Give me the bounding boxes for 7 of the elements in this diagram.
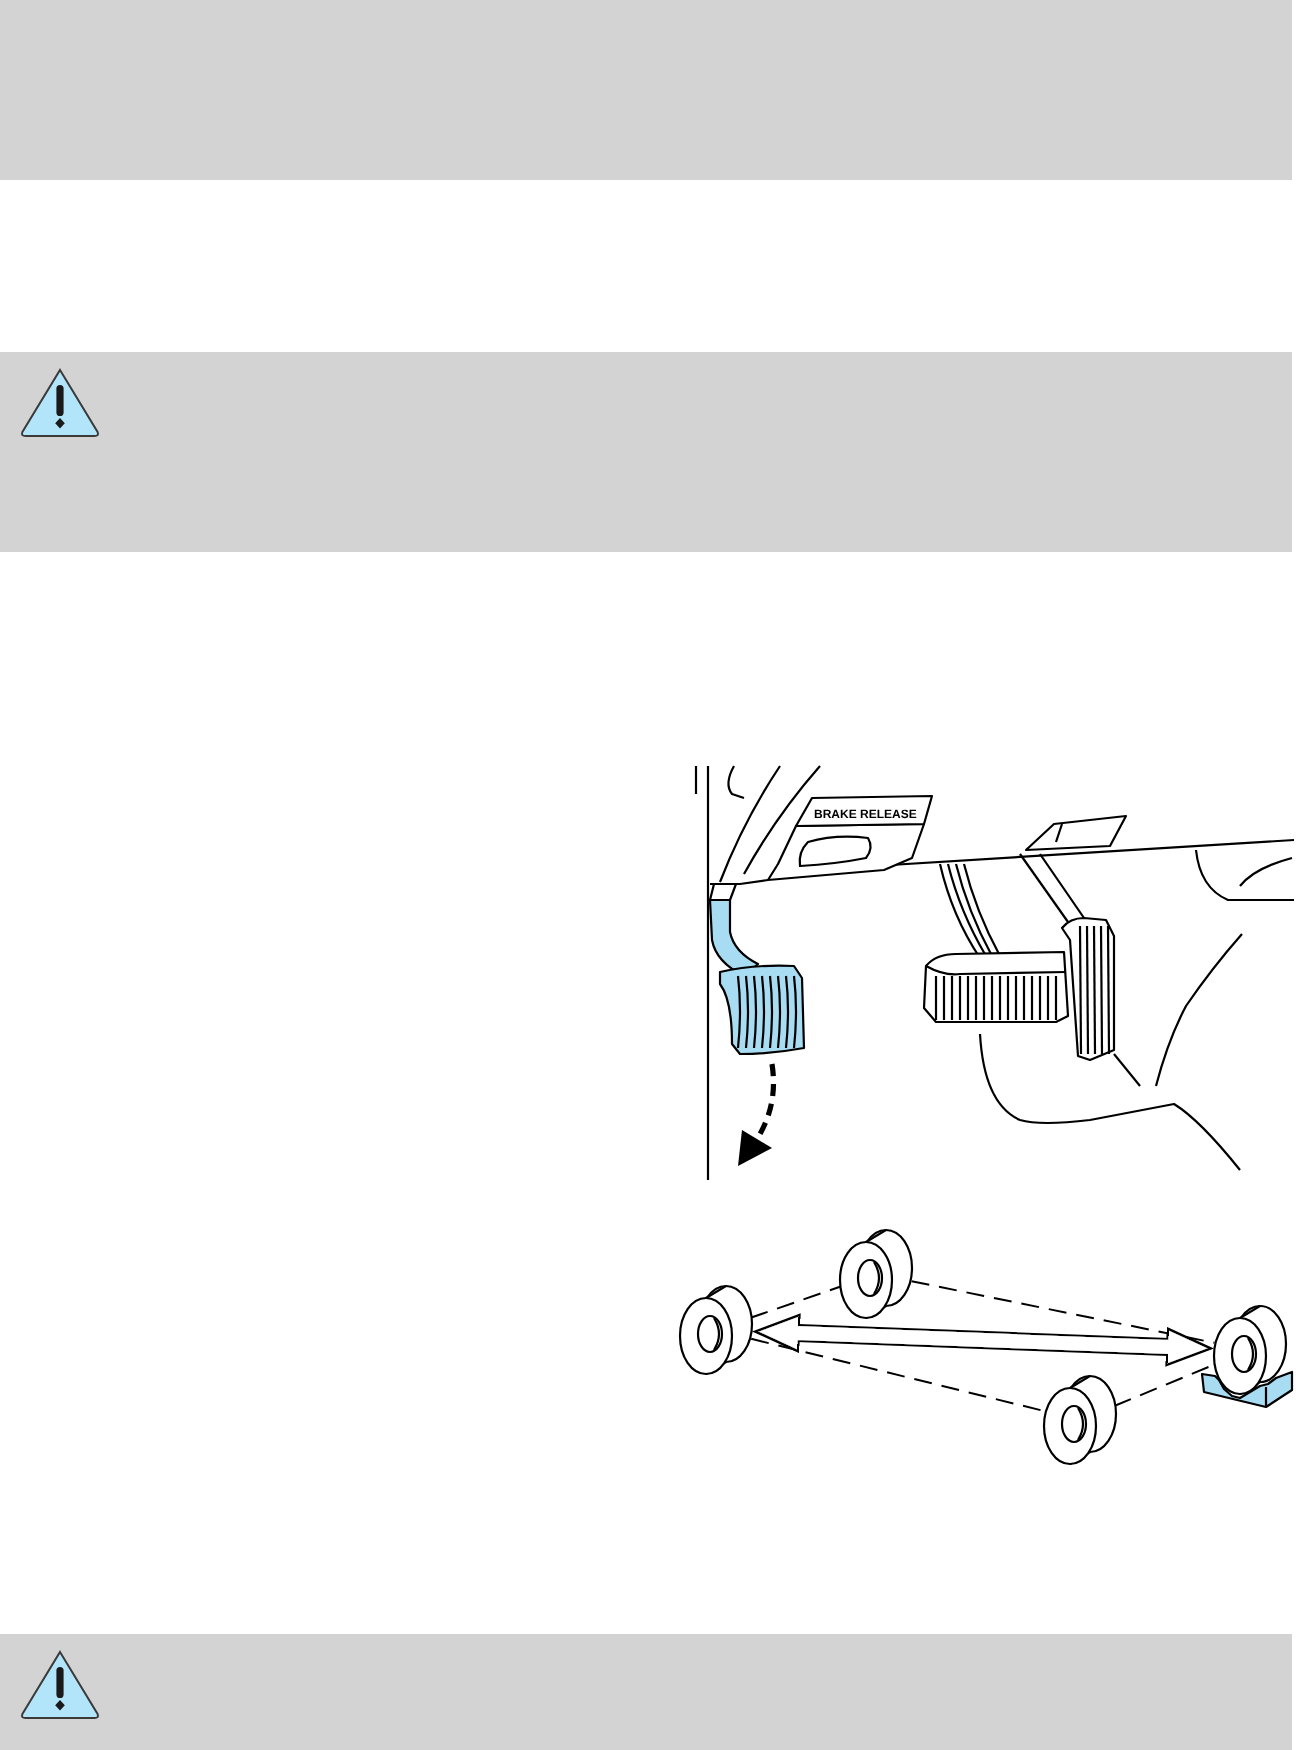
double-arrow [751,1313,1215,1367]
dashed-line [749,1285,843,1319]
dashed-line [910,1280,1216,1344]
wheel [1042,1374,1118,1466]
dashed-line [750,1337,1046,1413]
wheel [838,1228,914,1320]
wheel [678,1284,754,1376]
